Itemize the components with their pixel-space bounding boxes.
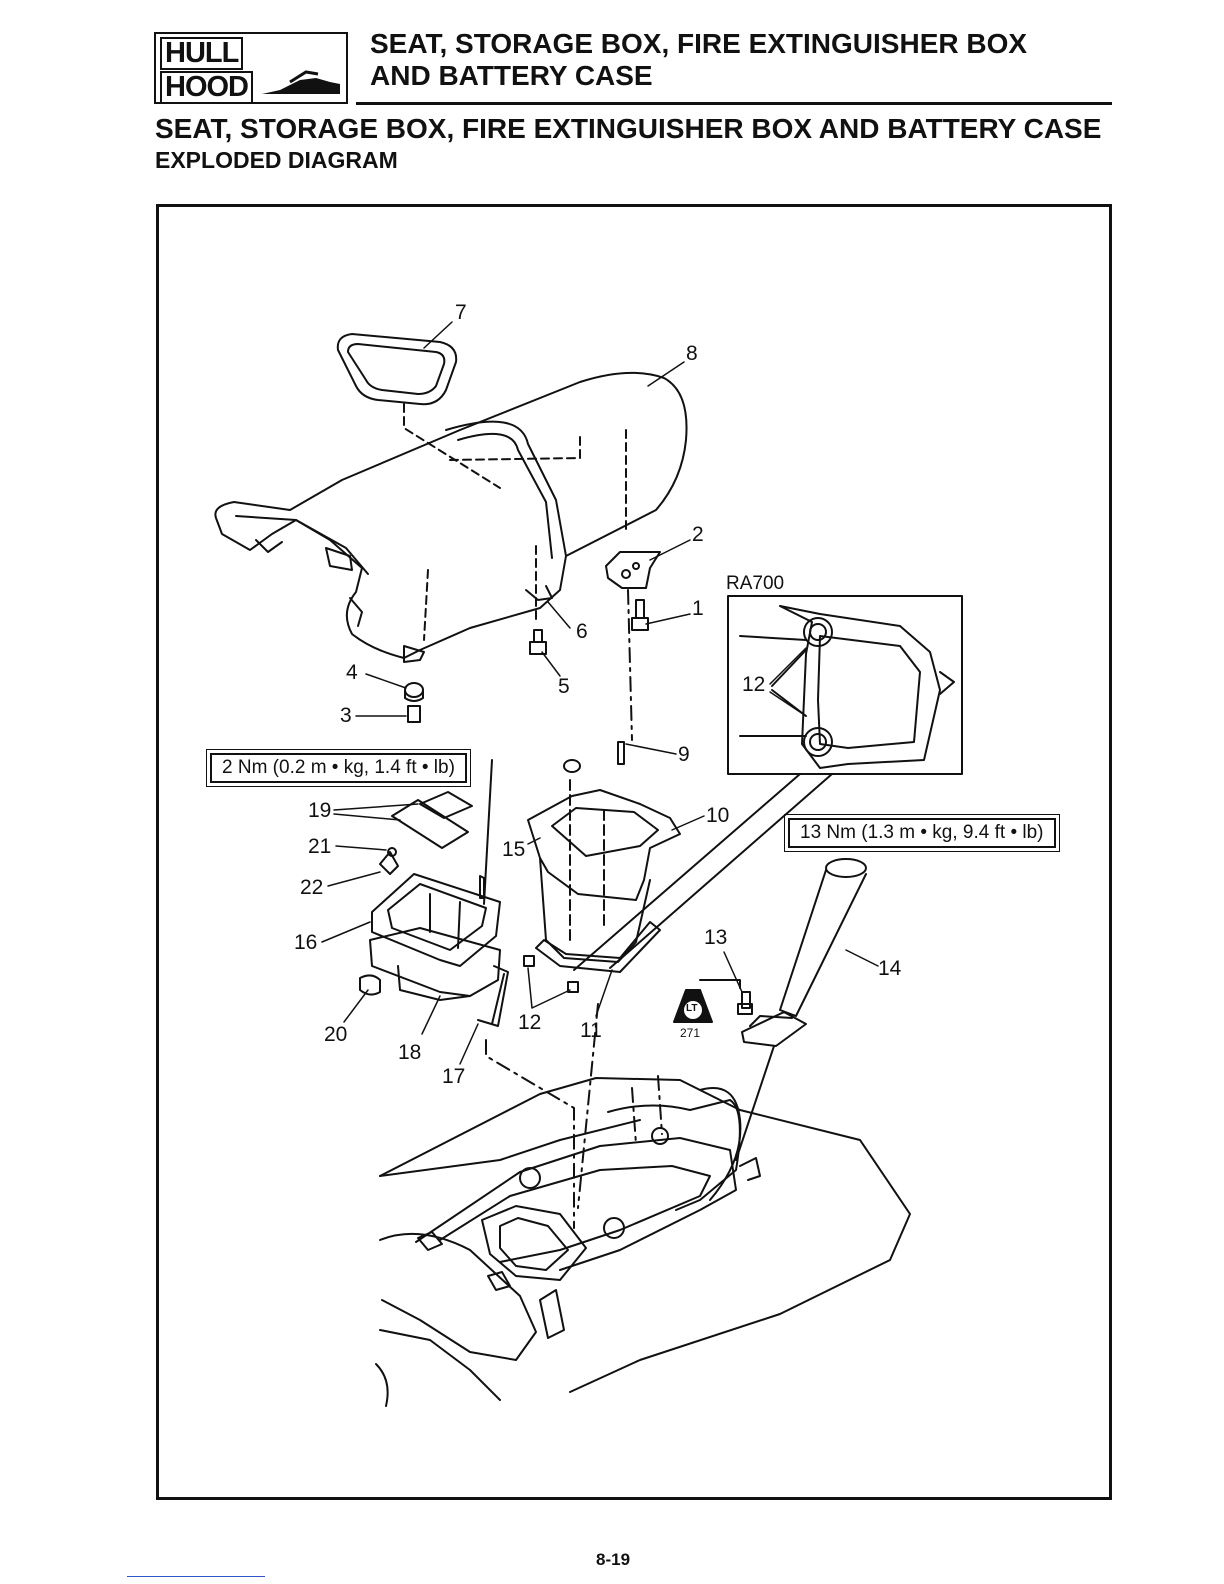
callout-10: 10 (706, 805, 729, 827)
callout-4: 4 (346, 662, 358, 684)
callout-3: 3 (340, 705, 352, 727)
fastener-bolts (405, 600, 648, 722)
locktite-symbol-text: LT (686, 1003, 697, 1014)
locktite-code: 271 (680, 1026, 700, 1040)
callout-8: 8 (686, 343, 698, 365)
footer-rule (127, 1576, 265, 1577)
callout-21: 21 (308, 836, 331, 858)
guide-line (632, 1076, 662, 1144)
callout-6: 6 (576, 621, 588, 643)
callout-22: 22 (300, 877, 323, 899)
part-7-seat-frame (338, 334, 456, 404)
guide-line (574, 774, 800, 970)
part-12-nuts (524, 956, 578, 992)
guide-line (570, 780, 604, 940)
torque-spec-13nm: 13 Nm (1.3 m • kg, 9.4 ft • lb) (788, 818, 1056, 848)
callout-20: 20 (324, 1024, 347, 1046)
callout-18: 18 (398, 1042, 421, 1064)
inset-model-label: RA700 (726, 573, 784, 595)
callout-15: 15 (502, 839, 525, 861)
guide-line (628, 590, 632, 740)
guide-line (450, 436, 580, 460)
callout-19: 19 (308, 800, 331, 822)
callout-17: 17 (442, 1066, 465, 1088)
part-8-seat (215, 373, 686, 662)
callout-7: 7 (455, 302, 467, 324)
battery-case-group (360, 792, 508, 1026)
hull-body (376, 1078, 910, 1406)
torque-spec-2nm: 2 Nm (0.2 m • kg, 1.4 ft • lb) (210, 753, 467, 783)
page-number: 8-19 (596, 1550, 630, 1570)
callout-12: 12 (518, 1012, 541, 1034)
callout-5: 5 (558, 676, 570, 698)
callout-11: 11 (580, 1020, 602, 1042)
callout-1: 1 (692, 598, 704, 620)
callout-2: 2 (692, 524, 704, 546)
guide-line (424, 570, 428, 640)
callout-9: 9 (678, 744, 690, 766)
part-2-bracket (606, 552, 660, 588)
callout-13: 13 (704, 927, 727, 949)
guide-line (486, 1040, 574, 1228)
callout-14: 14 (878, 958, 901, 980)
callout-12-inset: 12 (742, 674, 765, 696)
guide-line (404, 404, 500, 488)
guide-line (484, 760, 492, 904)
guide-line (736, 1046, 774, 1160)
callout-16: 16 (294, 932, 317, 954)
